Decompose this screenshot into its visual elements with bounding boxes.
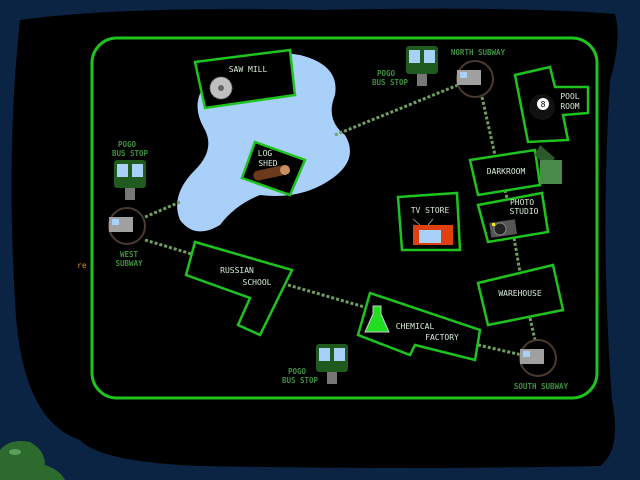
svg-text:NORTH SUBWAY: NORTH SUBWAY	[451, 48, 506, 57]
svg-text:SAW MILL: SAW MILL	[229, 65, 268, 74]
svg-text:BUS STOP: BUS STOP	[372, 78, 409, 87]
path-school-factory	[287, 283, 369, 310]
svg-text:POGO: POGO	[288, 367, 307, 376]
path-west-lake	[144, 200, 181, 219]
building-photo-studio[interactable]: PHOTO STUDIO	[476, 191, 550, 244]
path-west-school	[144, 238, 196, 257]
svg-text:PHOTO: PHOTO	[510, 198, 534, 207]
building-log-shed[interactable]: LOG SHED	[240, 140, 307, 197]
svg-text:RUSSIAN: RUSSIAN	[220, 266, 254, 275]
building-chemical-factory[interactable]: CHEMICAL FACTORY	[356, 291, 482, 362]
swamp-blob	[0, 441, 65, 480]
south-subway[interactable]: SOUTH SUBWAY	[514, 339, 569, 391]
svg-text:BUS STOP: BUS STOP	[282, 376, 319, 385]
svg-text:ROOM: ROOM	[560, 102, 579, 111]
svg-text:DARKROOM: DARKROOM	[487, 167, 526, 176]
camera-icon	[489, 219, 517, 238]
svg-text:POOL: POOL	[560, 92, 579, 101]
bus-stop-west[interactable]: POGO BUS STOP	[112, 140, 149, 200]
svg-text:CHEMICAL: CHEMICAL	[396, 322, 435, 331]
svg-text:SCHOOL: SCHOOL	[243, 278, 272, 287]
flask-icon	[364, 305, 390, 333]
north-subway[interactable]: NORTH SUBWAY	[451, 48, 506, 98]
svg-text:WEST: WEST	[120, 250, 139, 259]
svg-text:8: 8	[541, 100, 546, 109]
path-north-sawmill	[334, 83, 459, 137]
log-icon	[253, 165, 290, 181]
tv-icon	[412, 218, 453, 245]
map-border	[90, 36, 599, 400]
bus-stop-north[interactable]: POGO BUS STOP	[372, 46, 438, 87]
svg-text:STUDIO: STUDIO	[510, 207, 539, 216]
paths	[144, 83, 537, 357]
svg-text:POGO: POGO	[118, 140, 137, 149]
svg-text:SHED: SHED	[258, 159, 277, 168]
west-subway[interactable]: WEST SUBWAY	[108, 207, 146, 268]
eight-ball-icon: 8	[529, 94, 555, 120]
building-russian-school[interactable]: RUSSIAN SCHOOL	[184, 240, 294, 337]
building-pool-room[interactable]: POOL ROOM 8	[513, 65, 590, 144]
svg-text:WAREHOUSE: WAREHOUSE	[498, 289, 542, 298]
svg-text:TV STORE: TV STORE	[411, 206, 450, 215]
building-tv-store[interactable]: TV STORE	[396, 191, 462, 252]
building-darkroom[interactable]: DARKROOM	[468, 148, 542, 197]
building-saw-mill[interactable]: SAW MILL	[193, 48, 297, 110]
svg-text:SUBWAY: SUBWAY	[115, 259, 143, 268]
partial-text: re	[77, 261, 87, 270]
path-warehouse-south	[528, 317, 537, 341]
trash-can-icon	[535, 145, 562, 184]
bus-stop-south[interactable]: POGO BUS STOP	[282, 344, 348, 385]
svg-text:SOUTH SUBWAY: SOUTH SUBWAY	[514, 382, 569, 391]
svg-text:FACTORY: FACTORY	[425, 333, 459, 342]
svg-text:POGO: POGO	[377, 69, 396, 78]
path-factory-south	[477, 343, 523, 357]
svg-text:LOG: LOG	[258, 149, 273, 158]
path-photo-warehouse	[512, 237, 522, 273]
building-warehouse[interactable]: WAREHOUSE	[476, 263, 565, 327]
svg-text:BUS STOP: BUS STOP	[112, 149, 149, 158]
